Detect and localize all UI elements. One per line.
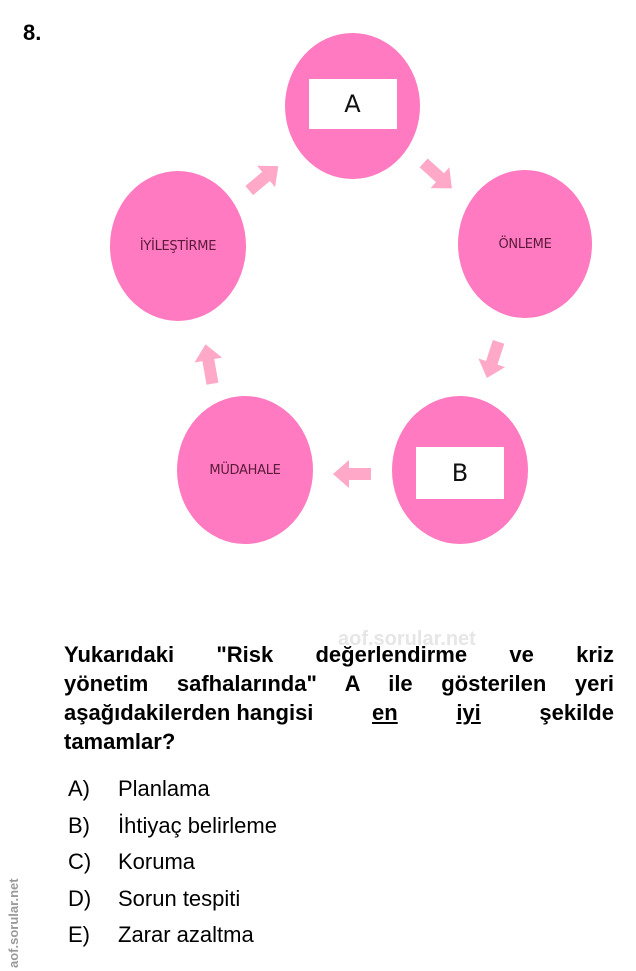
label-mudahale: MÜDAHALE [209, 462, 281, 478]
risk-cycle-diagram: A ÖNLEME B MÜDAHALE İYİLEŞTİRME [110, 33, 592, 544]
circle-mudahale: MÜDAHALE [177, 396, 313, 544]
arrow-up-right-icon [245, 165, 279, 196]
option-text: Planlama [118, 776, 210, 801]
option-c[interactable]: C) Koruma [68, 849, 277, 886]
circle-onleme: ÖNLEME [458, 170, 592, 318]
question-line-3-post: şekilde [539, 700, 614, 725]
question-line-2: yönetim safhalarında" A ile gösterilen y… [64, 671, 614, 696]
emphasis-en: en [372, 700, 398, 725]
circle-b: B [392, 396, 528, 544]
option-letter: E) [68, 922, 90, 947]
circle-iyilestirme: İYİLEŞTİRME [110, 171, 246, 321]
option-b[interactable]: B) İhtiyaç belirleme [68, 813, 277, 850]
question-line-4: tamamlar? [64, 729, 176, 754]
option-e[interactable]: E) Zarar azaltma [68, 922, 277, 959]
question-line-3-pre: aşağıdakilerden hangisi [64, 700, 314, 725]
arrow-up-icon [194, 344, 223, 385]
option-d[interactable]: D) Sorun tespiti [68, 886, 277, 923]
option-a[interactable]: A) Planlama [68, 776, 277, 813]
option-text: Zarar azaltma [118, 922, 254, 947]
circle-a: A [285, 33, 420, 179]
question-number: 8. [23, 20, 42, 45]
box-label-a: A [344, 89, 361, 118]
blank-box-a: A [308, 78, 397, 129]
watermark-center: aof.sorular.net [338, 628, 476, 650]
option-letter: A) [68, 776, 90, 801]
emphasis-iyi: iyi [456, 700, 481, 725]
question-line-3: aşağıdakilerden hangisi en iyi şekilde [64, 698, 614, 727]
label-iyilestirme: İYİLEŞTİRME [139, 238, 217, 254]
option-letter: B) [68, 812, 90, 838]
box-label-b: B [451, 458, 469, 487]
label-onleme: ÖNLEME [498, 236, 552, 252]
blank-box-b: B [416, 446, 504, 499]
watermark-side: aof.sorular.net [6, 878, 21, 968]
option-text: İhtiyaç belirleme [118, 812, 277, 838]
arrow-right-icon [419, 158, 452, 189]
option-text: Koruma [118, 849, 196, 874]
option-letter: D) [68, 885, 92, 911]
arrow-left-icon [333, 460, 371, 488]
question-text: Yukarıdaki "Risk değerlendirme ve kriz y… [64, 640, 614, 756]
answer-options: A) Planlama B) İhtiyaç belirleme C) Koru… [68, 776, 277, 959]
option-text: Sorun tespiti [118, 885, 241, 911]
option-letter: C) [68, 849, 92, 874]
arrow-right-icon [478, 340, 506, 379]
question-line-1: Yukarıdaki "Risk değerlendirme ve kriz [64, 642, 614, 667]
